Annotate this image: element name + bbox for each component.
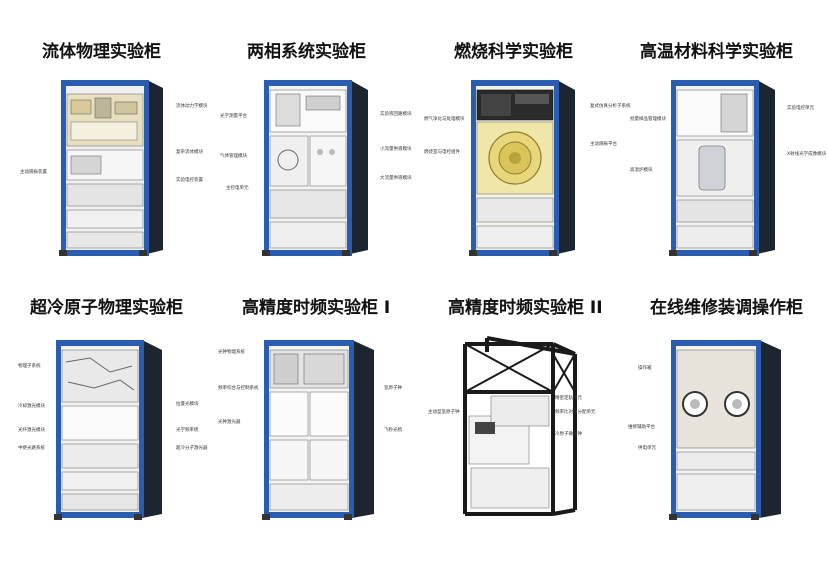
label-combustion-chamber: 燃烧室与电控组件	[424, 150, 460, 155]
label-active-hydrogen-maser: 主动型氢原子钟	[428, 410, 460, 415]
label-active-isolation: 主动隔振装置	[20, 170, 47, 175]
label-clock-laser: 光钟激光器	[218, 420, 241, 425]
cabinet-title-combustion: 燃烧科学实验柜	[454, 42, 573, 62]
cabinet-title-time-frequency-2: 高精度时频实验柜 II	[448, 298, 603, 318]
cabinet-image-high-temp-materials	[665, 72, 785, 257]
label-optical-platform: 光学测量平台	[220, 114, 247, 119]
label-gas-management: 气体管理模块	[220, 154, 247, 159]
cabinet-image-ultracold-atom	[50, 332, 170, 520]
label-liquid-loop-module: 实验液回路模块	[380, 112, 412, 117]
cabinet-image-fluid-physics	[55, 72, 175, 257]
label-experiment-control: 实验电控装置	[176, 178, 203, 183]
cabinet-title-high-temp-materials: 高温材料科学实验柜	[640, 42, 793, 62]
label-isolation-platform: 主动隔振平台	[590, 142, 617, 147]
label-sample-management: 批量样品管理模块	[630, 117, 666, 122]
cabinet-image-two-phase	[258, 72, 378, 257]
label-hydrogen-maser: 氢原子钟	[384, 386, 402, 391]
label-small-flow-supply: 小流量供液模块	[380, 147, 412, 152]
label-cooling-laser: 冷却激光模块	[18, 404, 45, 409]
cabinet-title-time-frequency-1: 高精度时频实验柜 I	[242, 298, 391, 318]
label-precise-orbit-unit: 精密定轨单元	[555, 396, 582, 401]
label-complex-fluid-module: 复杂流体模块	[176, 150, 203, 155]
cabinet-image-time-frequency-2	[455, 332, 587, 522]
cabinet-image-combustion	[465, 72, 585, 257]
cabinet-title-two-phase: 两相系统实验柜	[247, 42, 366, 62]
label-optical-comb: 光学频率梳	[176, 428, 199, 433]
label-xray-imaging: X射线光学成像模块	[787, 152, 827, 157]
label-simulation-analysis: 复式仿真分析子系统	[590, 104, 631, 109]
label-fluid-dynamics-module: 流体动力学模块	[176, 104, 208, 109]
label-fiber-laser: 光纤激光模块	[18, 428, 45, 433]
label-large-flow-supply: 大流量供液模块	[380, 176, 412, 181]
label-frequency-comparison: 频率比对与分配单元	[555, 410, 596, 415]
cabinet-title-fluid-physics: 流体物理实验柜	[42, 42, 161, 62]
label-gas-purification: 燃气净化与处理模块	[424, 117, 465, 122]
label-maintenance-platform: 维修辅助平台	[628, 425, 655, 430]
label-raman-laser: 拉曼光模块	[176, 402, 199, 407]
cabinet-title-ultracold-atom: 超冷原子物理实验柜	[30, 298, 183, 318]
label-main-control-unit: 主控电单元	[226, 186, 249, 191]
label-operation-box: 操作箱	[638, 366, 652, 371]
label-relay-optics: 中继光路系统	[18, 446, 45, 451]
label-optical-clock-physics: 光钟物理系统	[218, 350, 245, 355]
label-femtosecond-comb: 飞秒光梳	[384, 428, 402, 433]
label-experiment-control-unit: 实验电控单元	[787, 106, 814, 111]
label-power-supply-unit: 供电单元	[638, 446, 656, 451]
label-high-temp-furnace: 高温炉模块	[630, 168, 653, 173]
cabinet-title-maintenance: 在线维修装调操作柜	[650, 298, 803, 318]
cabinet-image-time-frequency-1	[258, 332, 382, 520]
label-ultracold-molecule-laser: 超冷分子激光器	[176, 446, 208, 451]
cabinet-image-maintenance	[665, 332, 789, 520]
label-cold-atom-microwave-clock: 冷原子微波钟	[555, 432, 582, 437]
label-physics-subsystem: 物理子系统	[18, 364, 41, 369]
label-frequency-synthesis: 频率综合与控制系统	[218, 386, 259, 391]
